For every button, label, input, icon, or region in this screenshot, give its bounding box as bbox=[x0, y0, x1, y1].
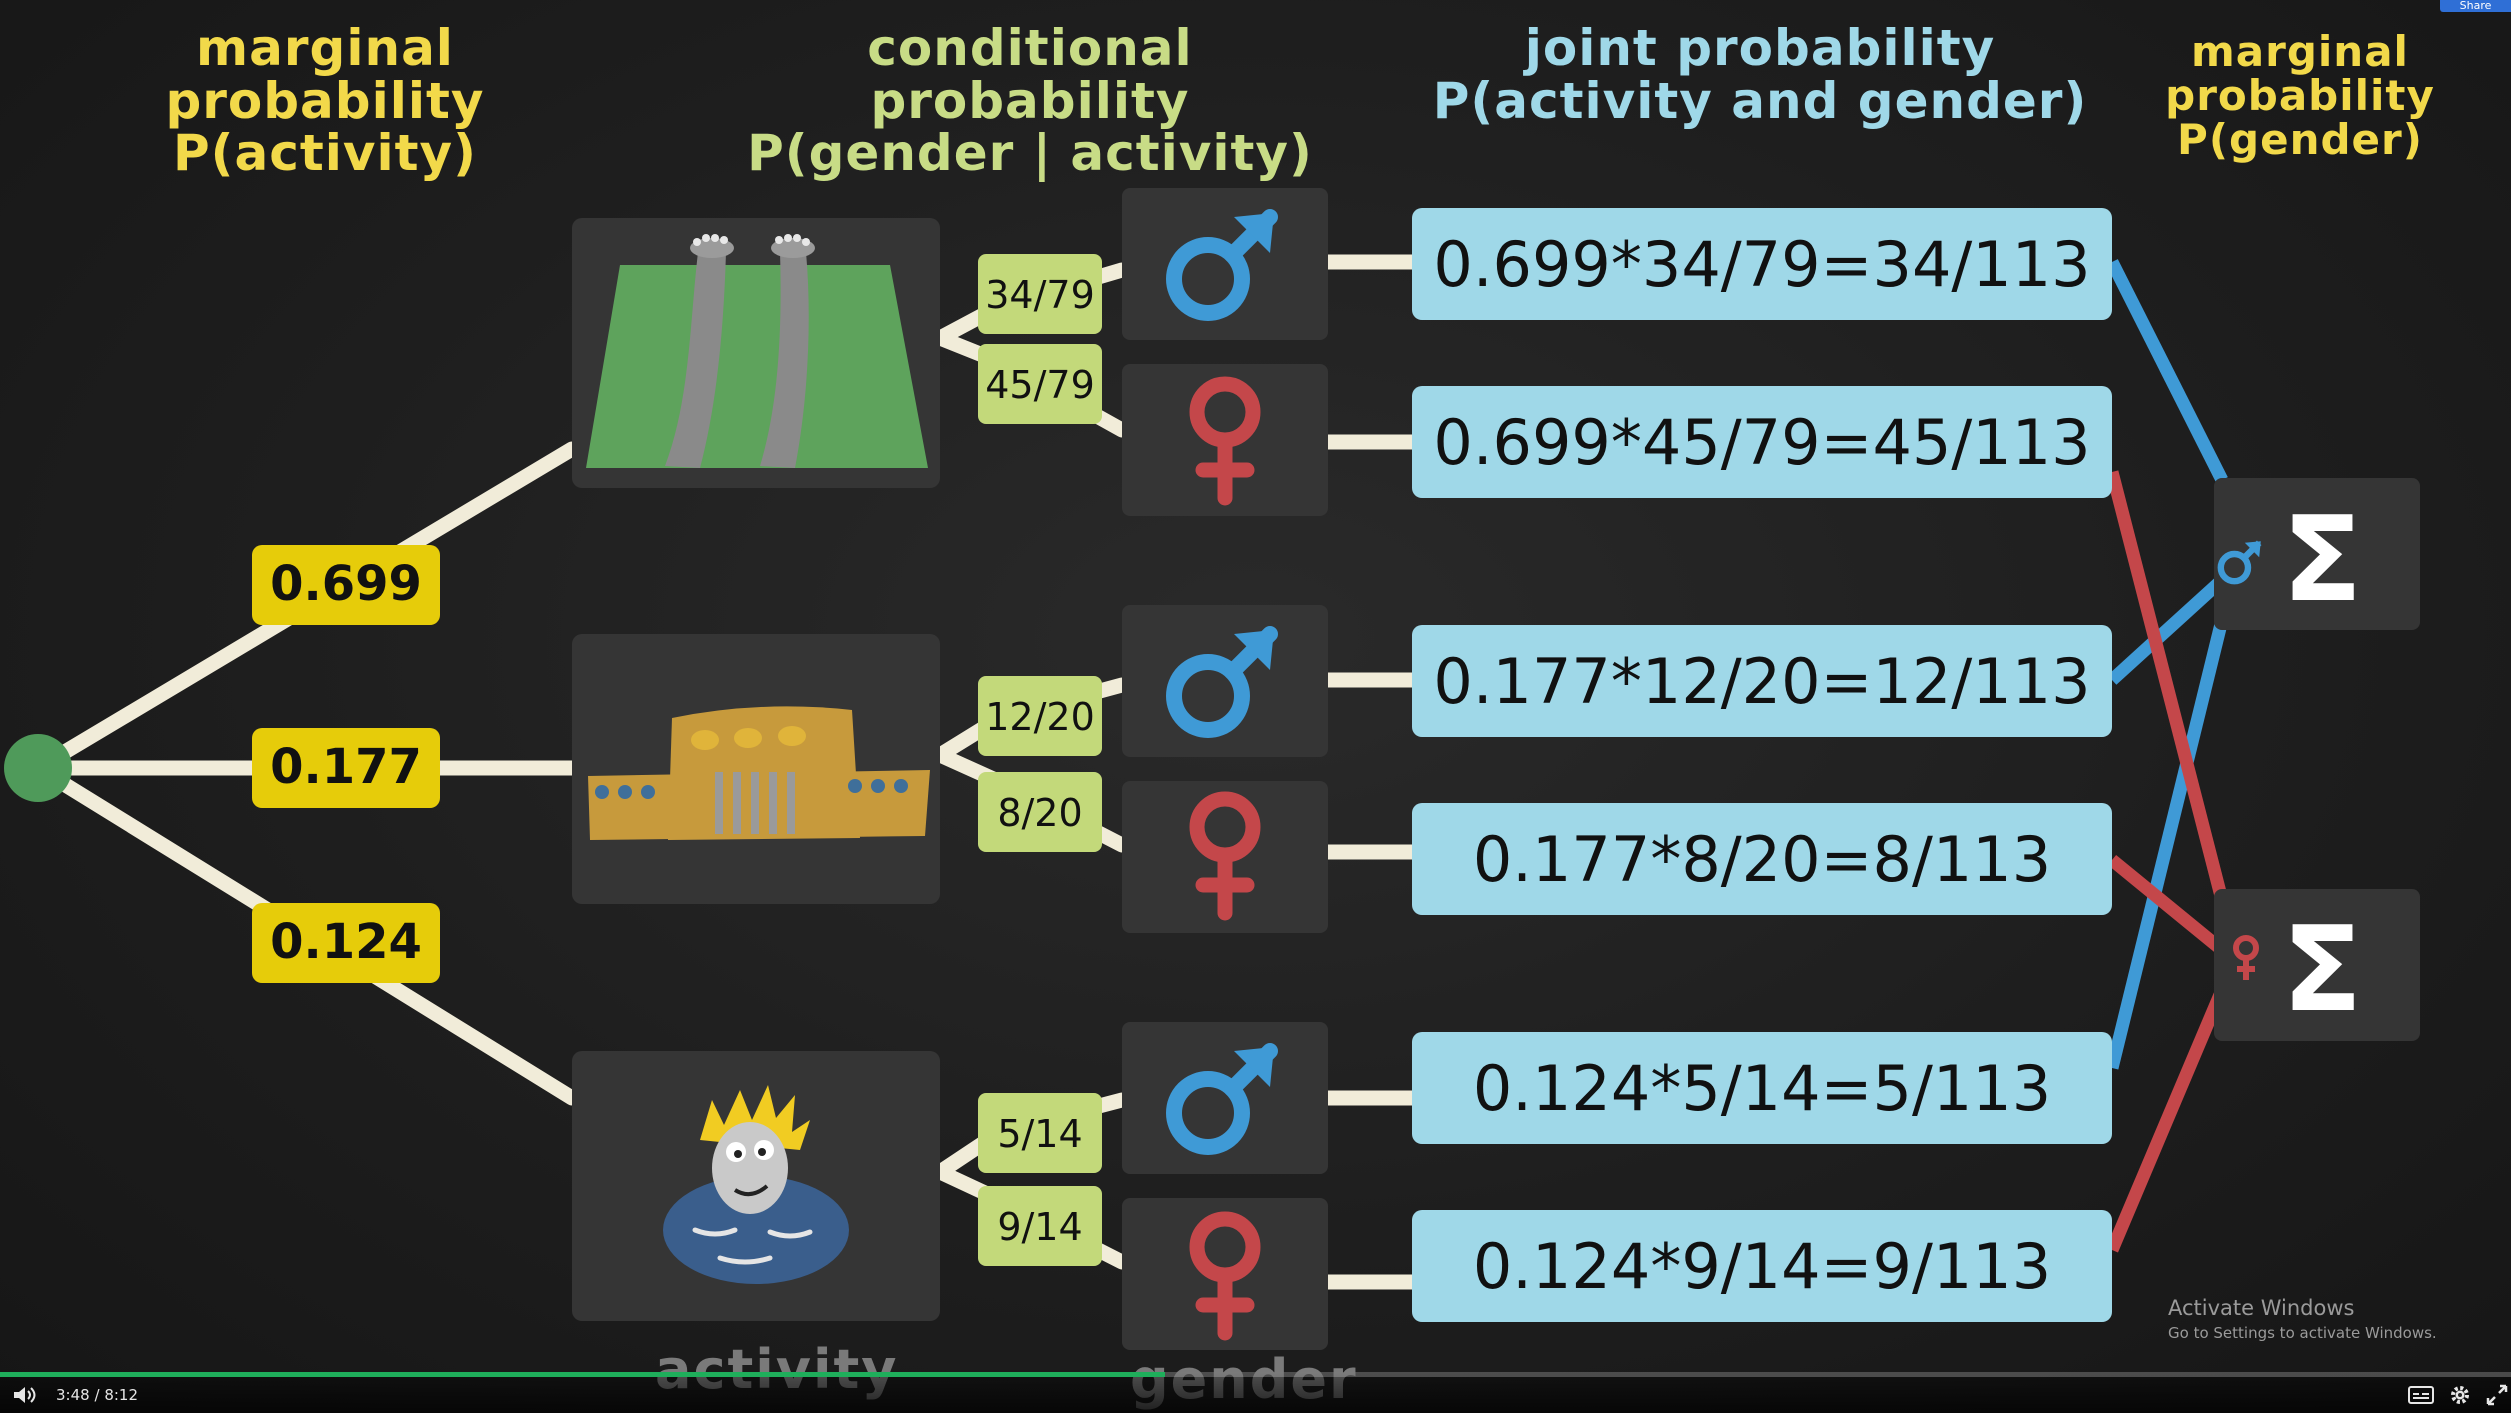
gender-card-female-3 bbox=[1122, 1198, 1328, 1350]
joint-box-3: 0.177*12/20=12/113 bbox=[1412, 625, 2112, 737]
activity-card-swimmer bbox=[572, 1051, 940, 1321]
connector-female-2 bbox=[2107, 854, 2227, 956]
conditional-box-2: 45/79 bbox=[978, 344, 1102, 424]
conditional-text-5: 5/14 bbox=[997, 1112, 1082, 1156]
gender-card-male-1 bbox=[1122, 188, 1328, 340]
activity-prob-text-1: 0.699 bbox=[270, 556, 422, 612]
watermark-title: Activate Windows bbox=[2168, 1296, 2355, 1320]
joint-text-1: 0.699*34/79=34/113 bbox=[1433, 228, 2090, 301]
sum-card-female: Σ bbox=[2214, 889, 2420, 1041]
joint-text-3: 0.177*12/20=12/113 bbox=[1433, 645, 2090, 718]
header-joint: joint probability P(activity and gender) bbox=[1430, 22, 2090, 127]
joint-text-2: 0.699*45/79=45/113 bbox=[1433, 406, 2090, 479]
activity-prob-text-2: 0.177 bbox=[270, 739, 422, 795]
museum-icon bbox=[588, 706, 930, 840]
share-button[interactable]: Share bbox=[2440, 0, 2511, 12]
sigma-icon: Σ bbox=[2282, 900, 2363, 1038]
joint-box-2: 0.699*45/79=45/113 bbox=[1412, 386, 2112, 498]
header-marginal-gender-title: marginal probability bbox=[2165, 27, 2435, 121]
connector-female-1 bbox=[2105, 470, 2229, 902]
header-conditional: conditional probability P(gender | activ… bbox=[700, 22, 1360, 180]
header-marginal-activity-formula: P(activity) bbox=[173, 124, 477, 182]
joint-box-6: 0.124*9/14=9/113 bbox=[1412, 1210, 2112, 1322]
video-player-controls bbox=[0, 1372, 2511, 1413]
male-symbol-icon bbox=[2217, 540, 2262, 585]
activity-prob-text-3: 0.124 bbox=[270, 914, 422, 970]
activity-card-museum bbox=[572, 634, 940, 904]
current-time: 3:48 bbox=[56, 1386, 90, 1404]
captions-icon[interactable] bbox=[2408, 1386, 2434, 1404]
gender-card-male-2 bbox=[1122, 605, 1328, 757]
conditional-text-2: 45/79 bbox=[985, 363, 1095, 407]
windows-activation-watermark: Activate Windows Go to Settings to activ… bbox=[2168, 1296, 2437, 1342]
progress-bar[interactable] bbox=[0, 1372, 2511, 1377]
gear-icon[interactable] bbox=[2448, 1383, 2472, 1407]
joint-text-5: 0.124*5/14=5/113 bbox=[1473, 1052, 2051, 1125]
joint-box-1: 0.699*34/79=34/113 bbox=[1412, 208, 2112, 320]
gender-sum-connectors bbox=[2105, 259, 2229, 1253]
conditional-text-6: 9/14 bbox=[997, 1205, 1082, 1249]
progress-bar-fill bbox=[0, 1372, 1166, 1377]
probability-tree-diagram: 0.699 0.177 0.124 bbox=[4, 188, 2420, 1350]
conditional-box-1: 34/79 bbox=[978, 254, 1102, 334]
header-marginal-gender-formula: P(gender) bbox=[2177, 115, 2423, 165]
swimmer-icon bbox=[663, 1085, 849, 1284]
joint-text-6: 0.124*9/14=9/113 bbox=[1473, 1230, 2051, 1303]
time-separator: / bbox=[94, 1386, 100, 1404]
header-joint-formula: P(activity and gender) bbox=[1432, 71, 2088, 130]
joint-box-4: 0.177*8/20=8/113 bbox=[1412, 803, 2112, 915]
activity-card-yoga bbox=[572, 218, 940, 488]
connector-male-1 bbox=[2106, 259, 2228, 483]
connector-male-2 bbox=[2107, 575, 2227, 685]
conditional-box-6: 9/14 bbox=[978, 1186, 1102, 1266]
conditional-text-3: 12/20 bbox=[985, 695, 1095, 739]
header-marginal-activity-title: marginal probability bbox=[165, 19, 485, 130]
conditional-text-1: 34/79 bbox=[985, 273, 1095, 317]
header-conditional-title: conditional probability bbox=[867, 19, 1193, 130]
connector-female-3 bbox=[2106, 987, 2228, 1253]
conditional-box-5: 5/14 bbox=[978, 1093, 1102, 1173]
header-marginal-gender: marginal probability P(gender) bbox=[2080, 27, 2511, 165]
conditional-box-3: 12/20 bbox=[978, 676, 1102, 756]
joint-box-5: 0.124*5/14=5/113 bbox=[1412, 1032, 2112, 1144]
header-joint-title: joint probability bbox=[1524, 19, 1996, 77]
joint-text-4: 0.177*8/20=8/113 bbox=[1473, 823, 2051, 896]
gender-card-female-1 bbox=[1122, 364, 1328, 516]
sum-card-male: Σ bbox=[2214, 478, 2420, 630]
header-conditional-formula: P(gender | activity) bbox=[747, 124, 1313, 182]
time-readout: 3:48 / 8:12 bbox=[56, 1386, 138, 1404]
header-marginal-activity: marginal probability P(activity) bbox=[40, 22, 610, 180]
activity-prob-box-3: 0.124 bbox=[252, 903, 440, 983]
root-node bbox=[4, 734, 72, 802]
connector-male-3 bbox=[2105, 618, 2229, 1070]
fullscreen-icon[interactable] bbox=[2486, 1384, 2508, 1406]
conditional-box-4: 8/20 bbox=[978, 772, 1102, 852]
volume-icon[interactable] bbox=[12, 1384, 38, 1406]
sigma-icon: Σ bbox=[2282, 490, 2363, 628]
watermark-subtitle: Go to Settings to activate Windows. bbox=[2168, 1324, 2437, 1342]
duration: 8:12 bbox=[104, 1386, 138, 1404]
yoga-icon bbox=[586, 234, 928, 468]
activity-prob-box-2: 0.177 bbox=[252, 728, 440, 808]
conditional-text-4: 8/20 bbox=[997, 791, 1082, 835]
gender-card-male-3 bbox=[1122, 1022, 1328, 1174]
gender-card-female-2 bbox=[1122, 781, 1328, 933]
activity-prob-box-1: 0.699 bbox=[252, 545, 440, 625]
